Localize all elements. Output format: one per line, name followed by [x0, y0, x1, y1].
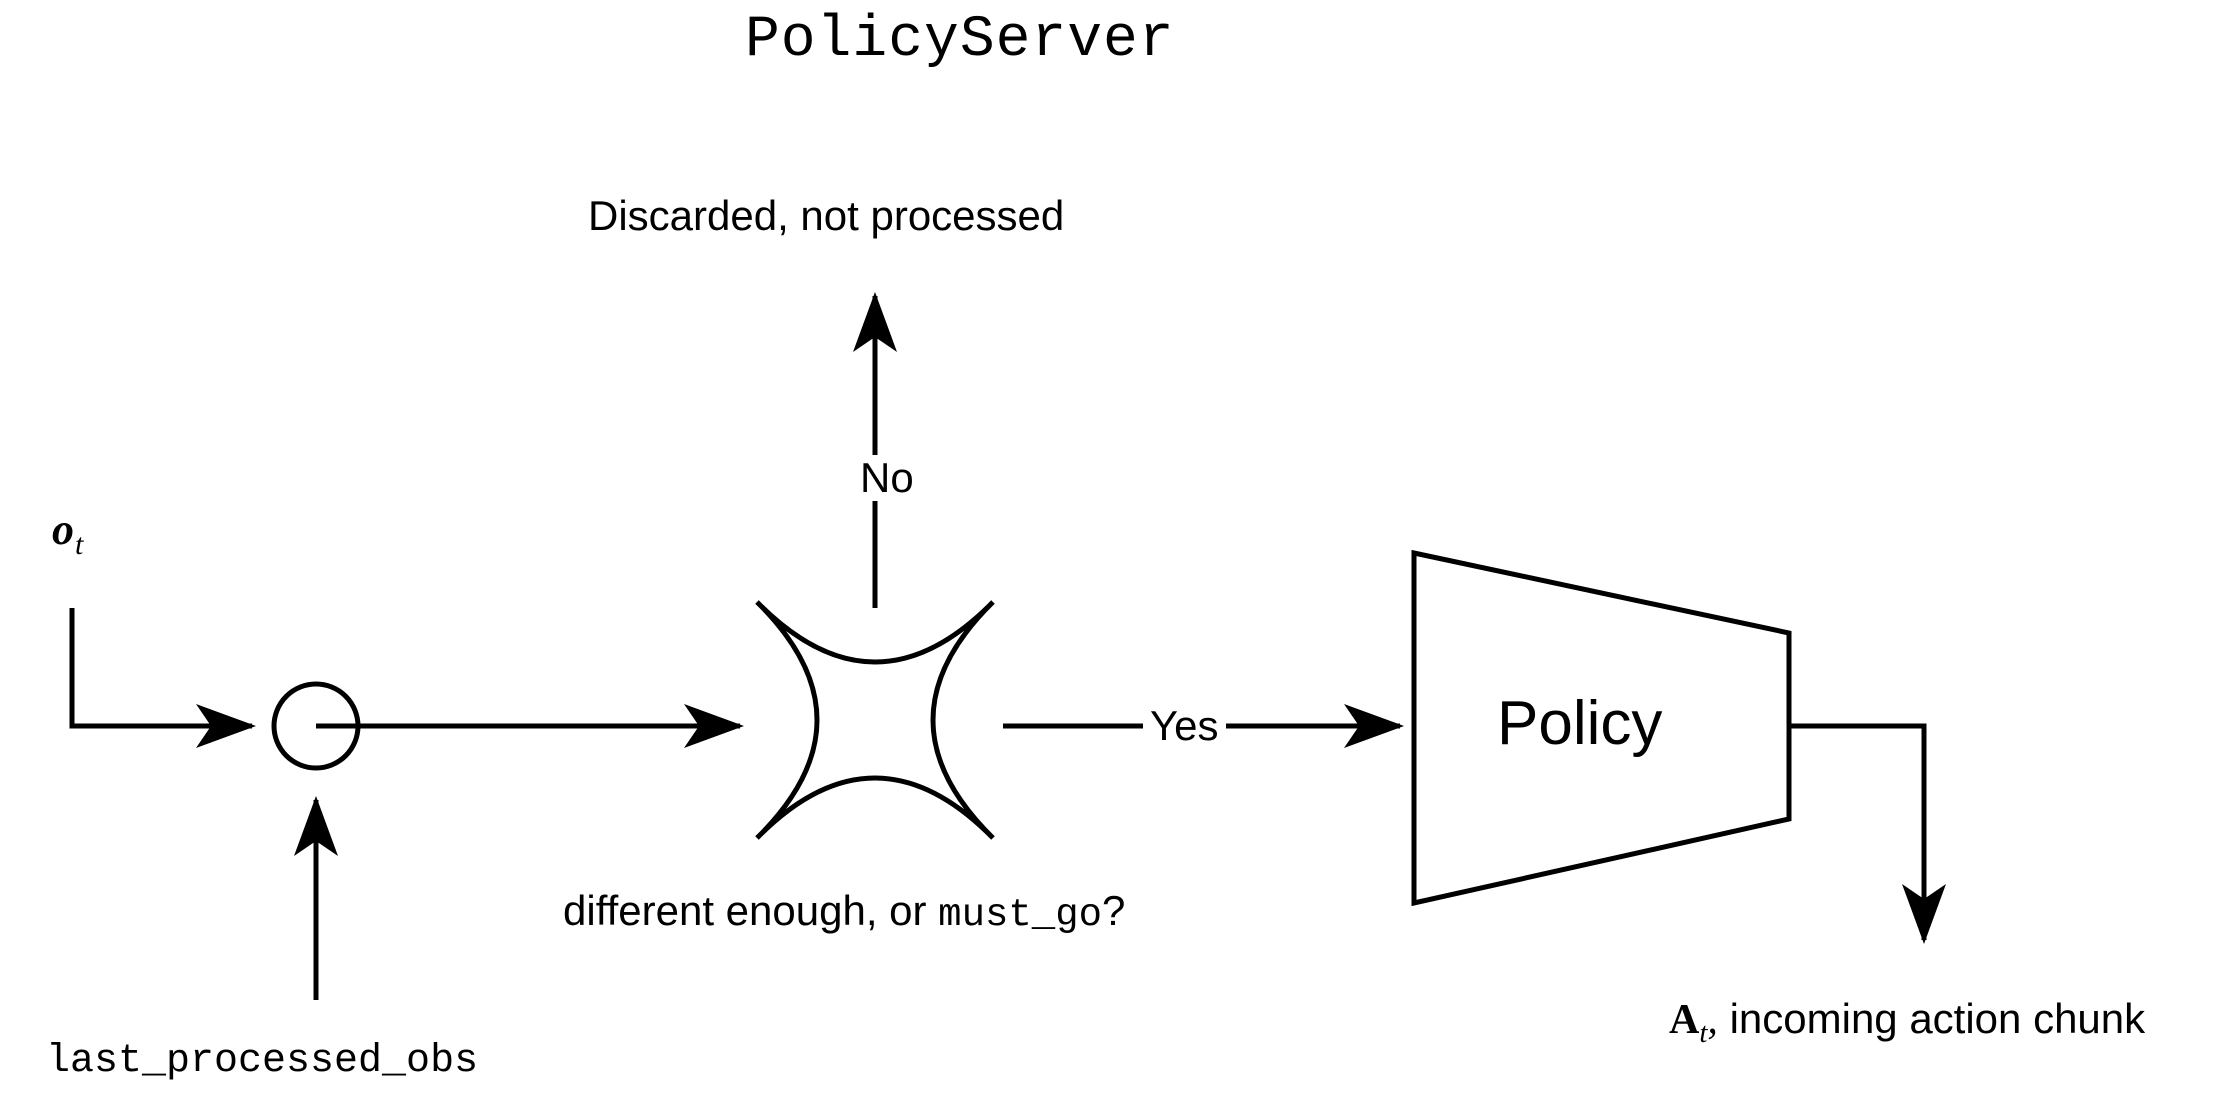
- action-chunk-symbol: A: [1669, 997, 1700, 1043]
- decision-node: [755, 600, 995, 840]
- observation-symbol: o: [52, 505, 74, 554]
- action-chunk-comma: ,: [1707, 997, 1718, 1043]
- branch-label-yes: Yes: [1143, 703, 1226, 749]
- decision-question-code: must_go: [938, 893, 1102, 937]
- action-chunk-description: incoming action chunk: [1717, 995, 2146, 1042]
- edge-observation-to-merge: [69, 608, 257, 748]
- decision-question-label: different enough, or must_go?: [563, 890, 1125, 935]
- branch-label-no: No: [854, 455, 920, 501]
- last-processed-obs-label: last_processed_obs: [46, 1039, 479, 1084]
- decision-question-suffix: ?: [1102, 887, 1126, 934]
- page-title: PolicyServer: [745, 8, 1175, 73]
- decision-question-prefix: different enough, or: [563, 887, 939, 934]
- observation-label: ot: [52, 508, 83, 560]
- edge-policy-to-action-chunk: [1789, 723, 1946, 945]
- action-chunk-label: At, incoming action chunk: [1669, 998, 2145, 1048]
- policy-node: [1411, 549, 1792, 907]
- observation-subscript: t: [75, 528, 84, 561]
- policy-label: Policy: [1497, 689, 1663, 758]
- action-chunk-subscript: t: [1699, 1017, 1708, 1049]
- discarded-label: Discarded, not processed: [588, 192, 1065, 239]
